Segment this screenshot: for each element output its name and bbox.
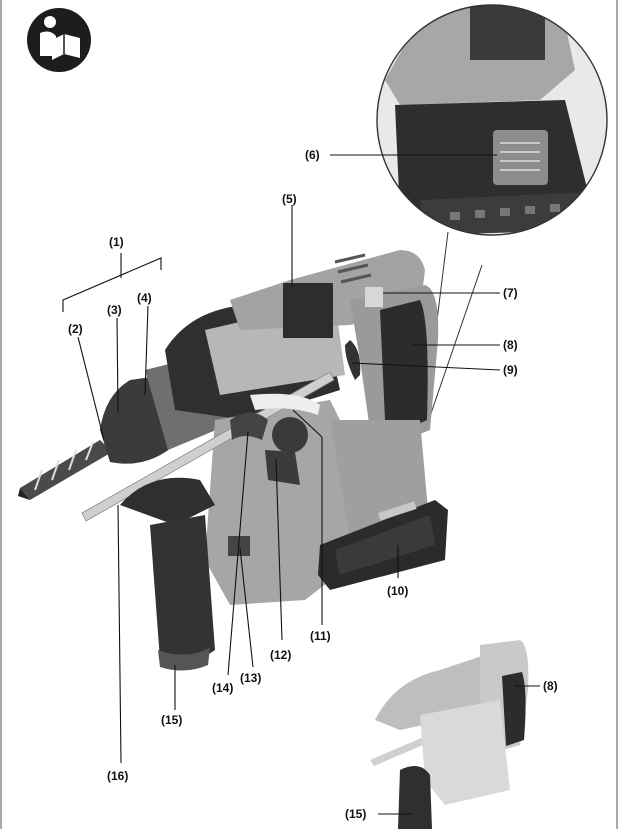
callout-11: (11) (310, 629, 331, 643)
callout-8: (8) (503, 338, 518, 352)
callout-7: (7) (503, 286, 518, 300)
inset-drill-view (370, 640, 529, 805)
read-manual-icon (27, 8, 91, 72)
callout-1: (1) (109, 235, 124, 249)
callout-2: (2) (68, 322, 83, 336)
callout-14: (14) (212, 681, 233, 695)
callout-10: (10) (387, 584, 408, 598)
callout-6: (6) (305, 148, 320, 162)
leader-lines (62, 154, 540, 815)
callout-3: (3) (107, 303, 122, 317)
rotary-hammer-main (18, 250, 448, 671)
callout-4: (4) (137, 291, 152, 305)
callout-15: (15) (161, 713, 182, 727)
zoom-detail-battery-release (376, 4, 608, 426)
callout-15-inset: (15) (345, 807, 366, 821)
callout-5: (5) (282, 192, 297, 206)
callout-12: (12) (270, 648, 291, 662)
callout-8-inset: (8) (543, 679, 558, 693)
callout-13: (13) (240, 671, 261, 685)
inset-aux-handle (398, 766, 432, 829)
callout-9: (9) (503, 363, 518, 377)
inset-handle-grip (502, 672, 526, 746)
callout-16: (16) (107, 769, 128, 783)
